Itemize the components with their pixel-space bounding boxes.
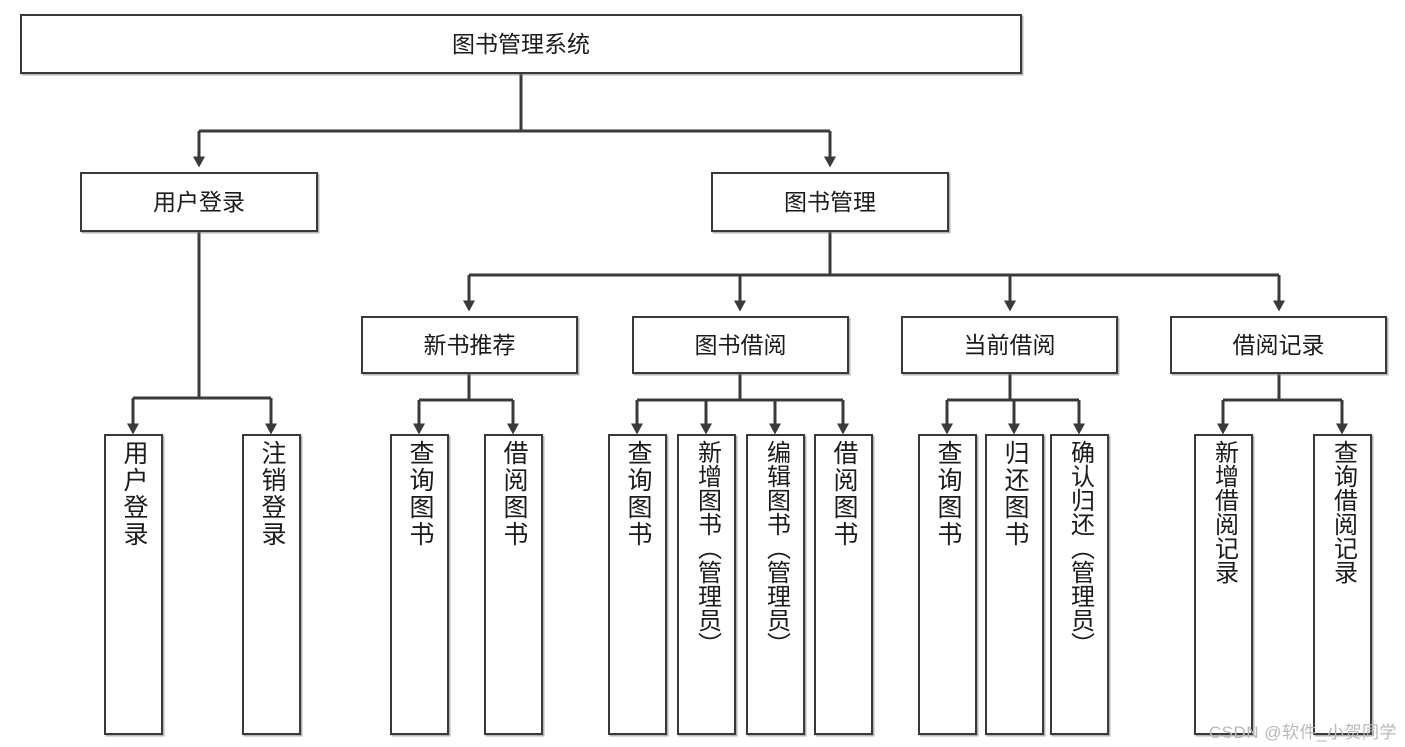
node-leaf-user-login[interactable]: 用户登录 bbox=[104, 434, 163, 735]
node-leaf-borrow-book-recommendation[interactable]: 借阅图书 bbox=[484, 434, 543, 735]
node-label: 图书管理系统 bbox=[452, 30, 590, 57]
node-label: 查询图书 bbox=[624, 440, 652, 548]
node-leaf-query-book-borrowing[interactable]: 查询图书 bbox=[608, 434, 667, 735]
node-label: 确认归还（管理员） bbox=[1066, 440, 1094, 656]
node-label: 注销登录 bbox=[258, 440, 286, 548]
node-label: 查询图书 bbox=[934, 440, 962, 548]
node-label: 图书借阅 bbox=[694, 331, 787, 358]
node-leaf-borrow-book-borrowing[interactable]: 借阅图书 bbox=[814, 434, 873, 735]
node-label: 查询借阅记录 bbox=[1329, 440, 1357, 584]
node-label: 借阅图书 bbox=[830, 440, 858, 548]
node-leaf-return-book[interactable]: 归还图书 bbox=[985, 434, 1044, 735]
node-label: 查询图书 bbox=[406, 440, 434, 548]
node-book-borrowing[interactable]: 图书借阅 bbox=[632, 316, 849, 374]
node-user-login[interactable]: 用户登录 bbox=[80, 172, 318, 232]
node-label: 新书推荐 bbox=[423, 331, 516, 358]
node-leaf-confirm-return-admin[interactable]: 确认归还（管理员） bbox=[1050, 434, 1109, 735]
node-label: 归还图书 bbox=[1001, 440, 1029, 548]
csdn-watermark: CSDN @软件_小贺同学 bbox=[1208, 723, 1397, 742]
node-label: 新增借阅记录 bbox=[1210, 440, 1238, 584]
node-leaf-query-book-recommendation[interactable]: 查询图书 bbox=[390, 434, 449, 735]
node-leaf-query-book-current[interactable]: 查询图书 bbox=[918, 434, 977, 735]
node-leaf-query-borrow-record[interactable]: 查询借阅记录 bbox=[1313, 434, 1372, 735]
node-borrow-records[interactable]: 借阅记录 bbox=[1170, 316, 1387, 374]
node-label: 当前借阅 bbox=[963, 331, 1056, 358]
node-leaf-edit-book-admin[interactable]: 编辑图书（管理员） bbox=[746, 434, 805, 735]
node-label: 新增图书（管理员） bbox=[693, 440, 721, 656]
node-book-management[interactable]: 图书管理 bbox=[711, 172, 949, 232]
node-leaf-logout[interactable]: 注销登录 bbox=[242, 434, 301, 735]
node-label: 编辑图书（管理员） bbox=[762, 440, 790, 656]
node-new-book-recommendation[interactable]: 新书推荐 bbox=[361, 316, 578, 374]
node-root-book-management-system[interactable]: 图书管理系统 bbox=[20, 14, 1022, 74]
node-current-borrowing[interactable]: 当前借阅 bbox=[901, 316, 1118, 374]
node-label: 用户登录 bbox=[153, 188, 245, 215]
node-leaf-add-borrow-record[interactable]: 新增借阅记录 bbox=[1194, 434, 1253, 735]
node-label: 图书管理 bbox=[784, 188, 876, 215]
node-leaf-add-book-admin[interactable]: 新增图书（管理员） bbox=[677, 434, 736, 735]
node-label: 借阅图书 bbox=[500, 440, 528, 548]
node-label: 用户登录 bbox=[120, 440, 148, 548]
node-label: 借阅记录 bbox=[1232, 331, 1325, 358]
